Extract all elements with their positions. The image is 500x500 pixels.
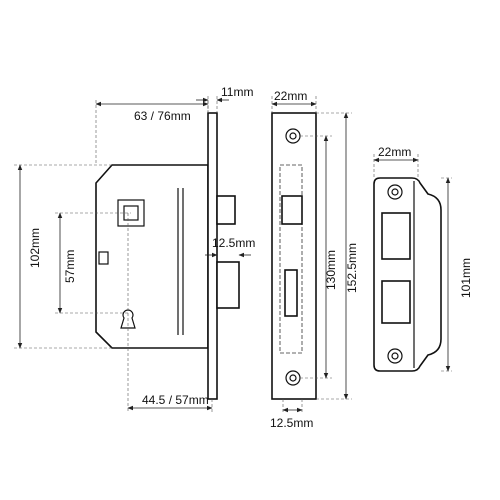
strike-deadbolt-slot (381, 280, 411, 324)
case-height-label: 102mm (28, 228, 42, 268)
case-tab (98, 251, 109, 265)
forend-plate (271, 112, 317, 400)
keyhole-backset-label: 44.5 / 57mm (142, 393, 209, 407)
bolt-projection-label: 12.5mm (212, 236, 255, 250)
strike-screw-bottom-inner (391, 352, 399, 360)
forend-screw-top-inner (289, 132, 297, 140)
forend-height-label: 152.5mm (345, 243, 359, 293)
faceplate (207, 112, 218, 400)
strike-height-label: 101mm (459, 258, 473, 298)
forend-hidden-case (279, 164, 303, 354)
lock-case-group (95, 112, 240, 400)
forend-deadbolt-slot (284, 269, 298, 317)
follower-hole (123, 205, 139, 221)
lock-case (95, 164, 209, 349)
strike-screw-top-inner (391, 188, 399, 196)
centres-label: 57mm (63, 250, 77, 283)
fixing-centres-label: 130mm (324, 250, 338, 290)
latch-bolt (216, 195, 236, 225)
strike-plate (373, 177, 442, 372)
forend-screw-bottom-inner (289, 374, 297, 382)
forend-group (271, 112, 317, 400)
strike-screw-top (387, 184, 403, 200)
faceplate-thickness-label: 11mm (221, 85, 253, 99)
keyhole-icon (120, 309, 136, 329)
strike-latch-slot (381, 212, 411, 260)
lock-dimensions: 63 / 76mm 11mm 102mm 57mm 12.5mm 44.5 / … (14, 85, 255, 412)
forend-dimensions: 22mm 130mm 152.5mm 12.5mm (270, 89, 359, 430)
backset-label: 63 / 76mm (134, 109, 191, 123)
forend-bottom-width-label: 12.5mm (270, 416, 313, 430)
strike-plate-group (373, 177, 442, 372)
strike-dimensions: 22mm 101mm (373, 145, 473, 372)
strike-screw-bottom (387, 348, 403, 364)
forend-width-label: 22mm (274, 89, 307, 103)
forend-latch-slot (281, 195, 303, 225)
dead-bolt (216, 261, 240, 309)
strike-width-label: 22mm (378, 145, 411, 159)
